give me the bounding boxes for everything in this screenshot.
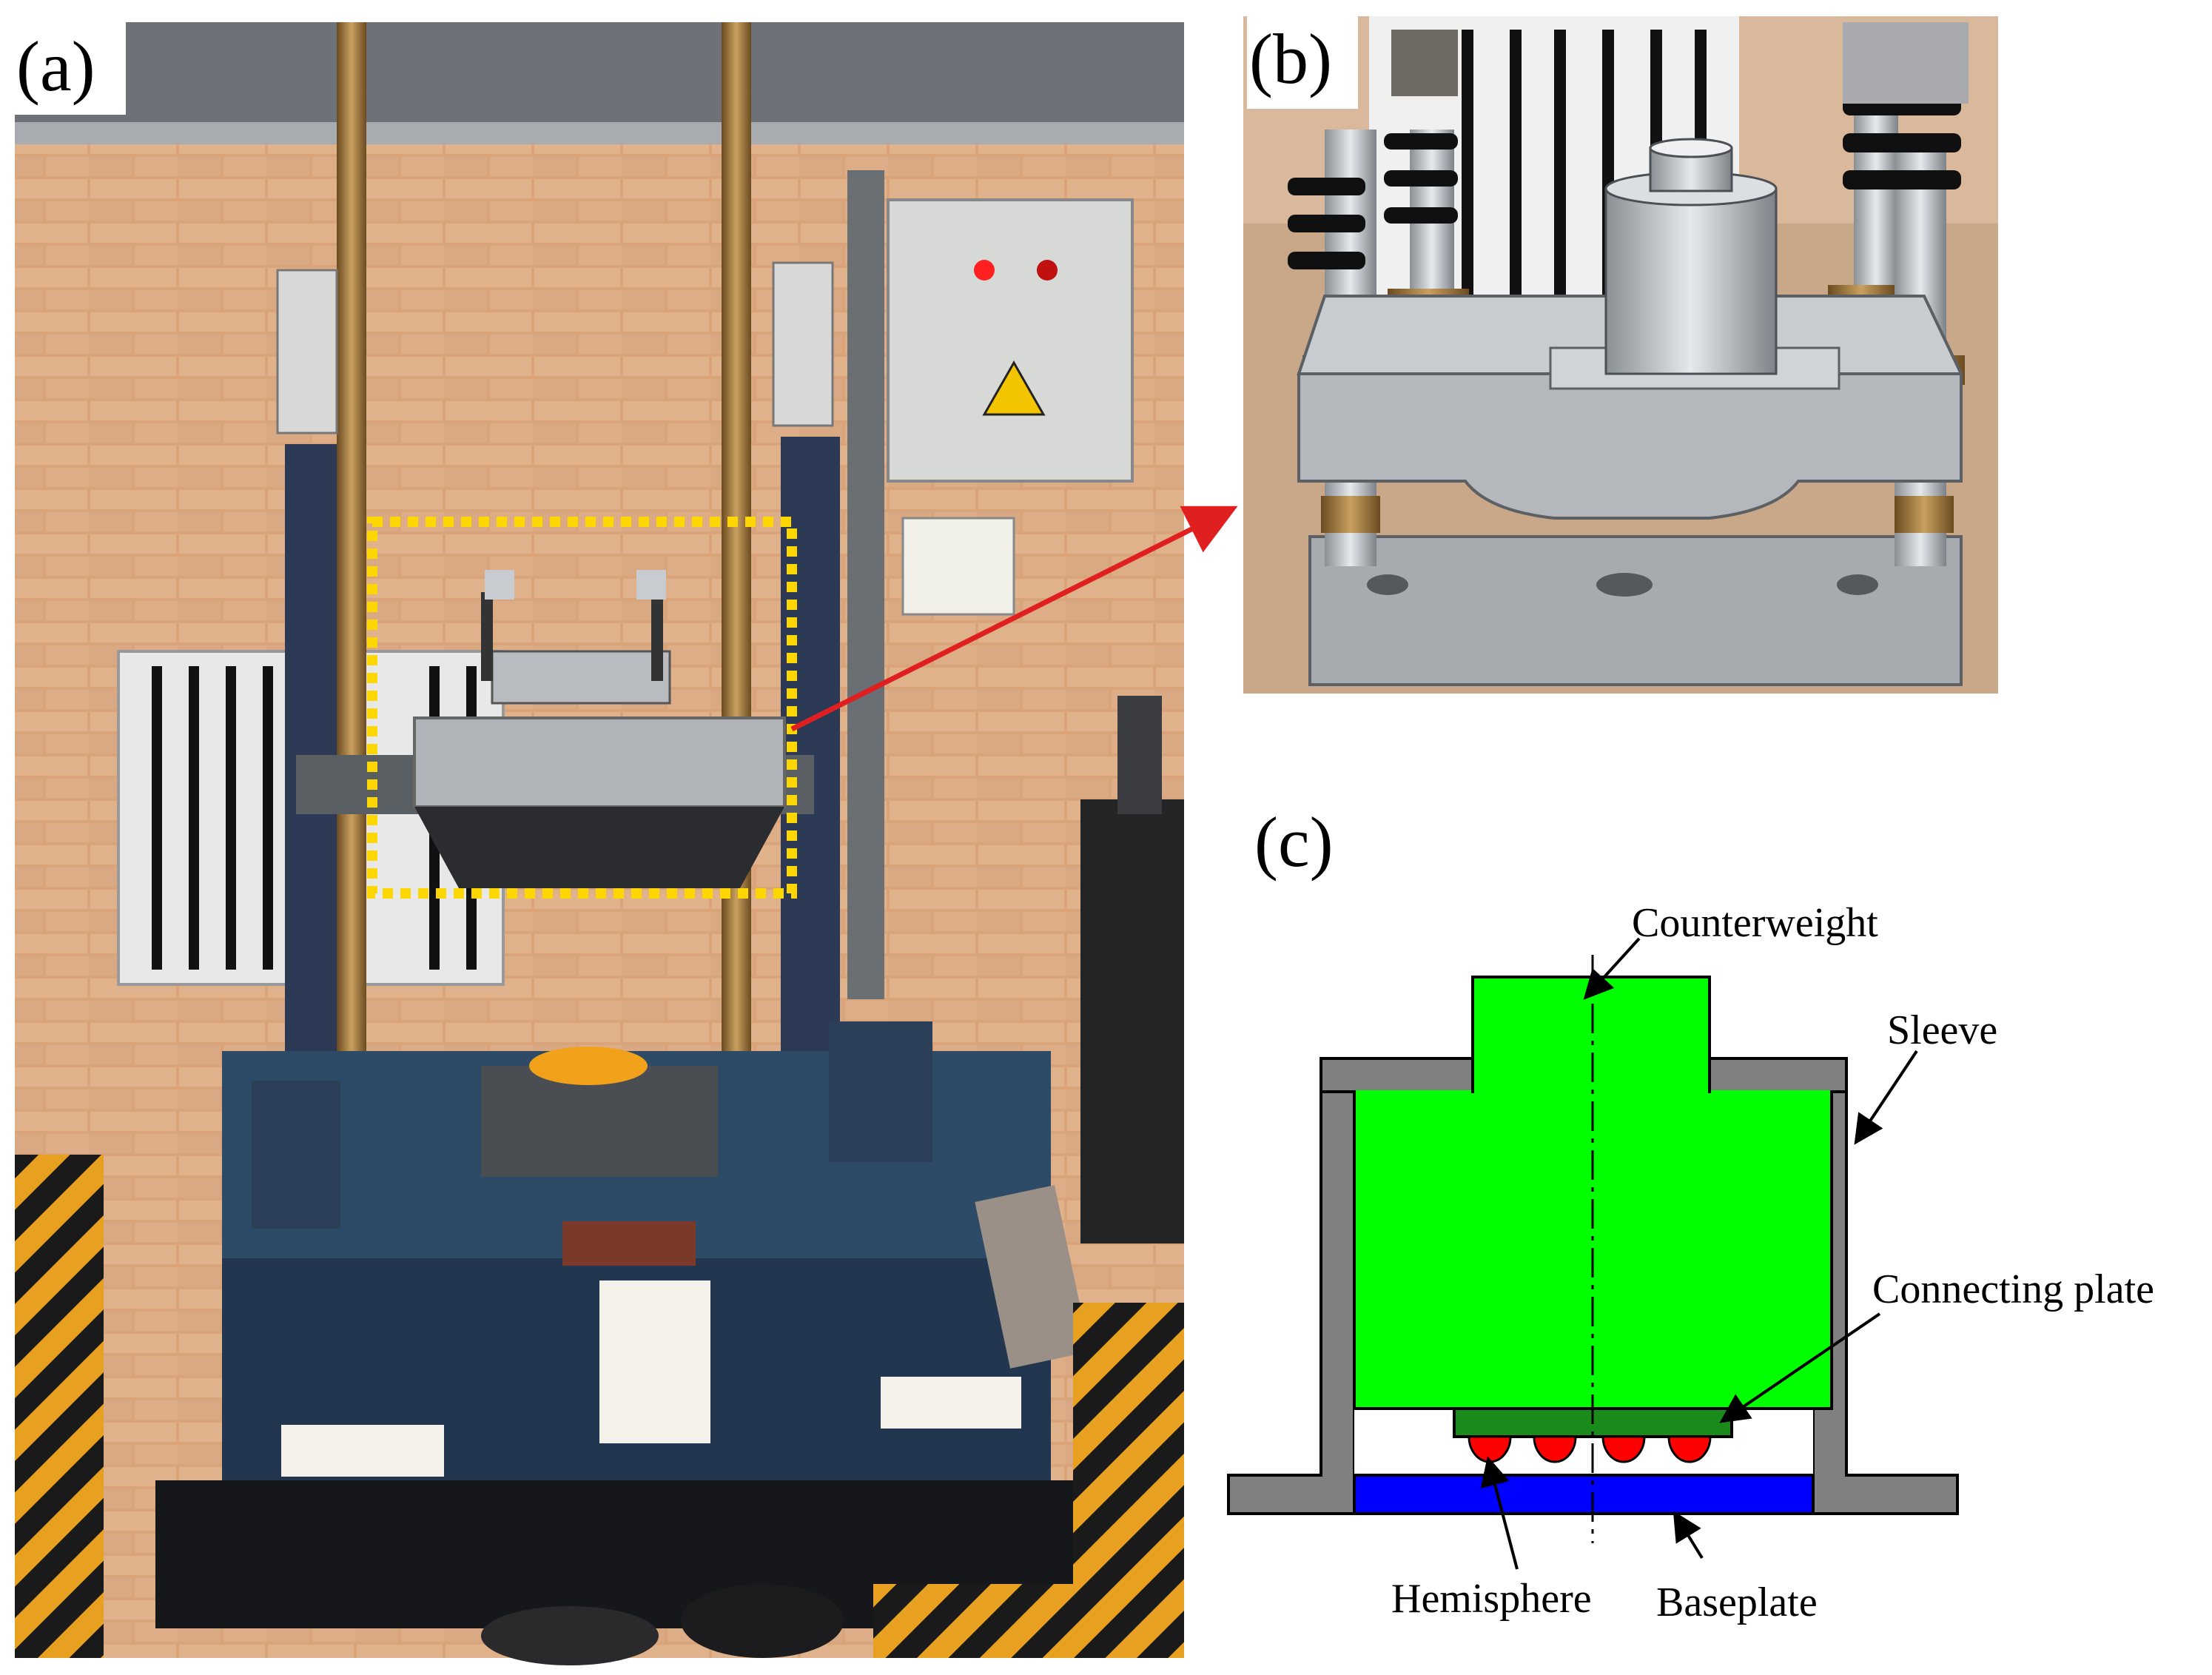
panel-label-c: (c): [1254, 802, 1334, 882]
hemisphere-shape: [1533, 1435, 1577, 1463]
panel-label-b: (b): [1249, 19, 1332, 98]
panel-a-photo: [15, 22, 1184, 1665]
panel-b-photo: [1243, 16, 1998, 694]
leader-baseplate: [1673, 1511, 1704, 1560]
leader-counterweight: [1583, 937, 1641, 1000]
hemisphere-shape: [1601, 1435, 1646, 1463]
leader-hemisphere: [1480, 1456, 1519, 1570]
label-connecting-plate: Connecting plate: [1872, 1266, 2154, 1312]
hemisphere-group: [1468, 1435, 1712, 1463]
label-counterweight: Counterweight: [1632, 900, 1878, 946]
leader-connecting-plate: [1719, 1312, 1881, 1423]
drop-table: [296, 570, 814, 888]
label-hemisphere: Hemisphere: [1391, 1576, 1592, 1622]
baseplate-shape: [1353, 1474, 1815, 1515]
leader-sleeve: [1854, 1050, 1918, 1145]
panel-label-a: (a): [16, 27, 95, 106]
label-baseplate: Baseplate: [1656, 1580, 1818, 1625]
machine-base: [222, 1021, 1090, 1480]
hemisphere-shape: [1667, 1435, 1712, 1463]
label-sleeve: Sleeve: [1887, 1007, 1997, 1053]
highlight-region-box: [367, 517, 797, 899]
panel-c-diagram: Counterweight Sleeve Connecting plate He…: [1227, 900, 2154, 1625]
control-box: [887, 198, 1134, 616]
pointer-arrow: [790, 506, 1238, 732]
